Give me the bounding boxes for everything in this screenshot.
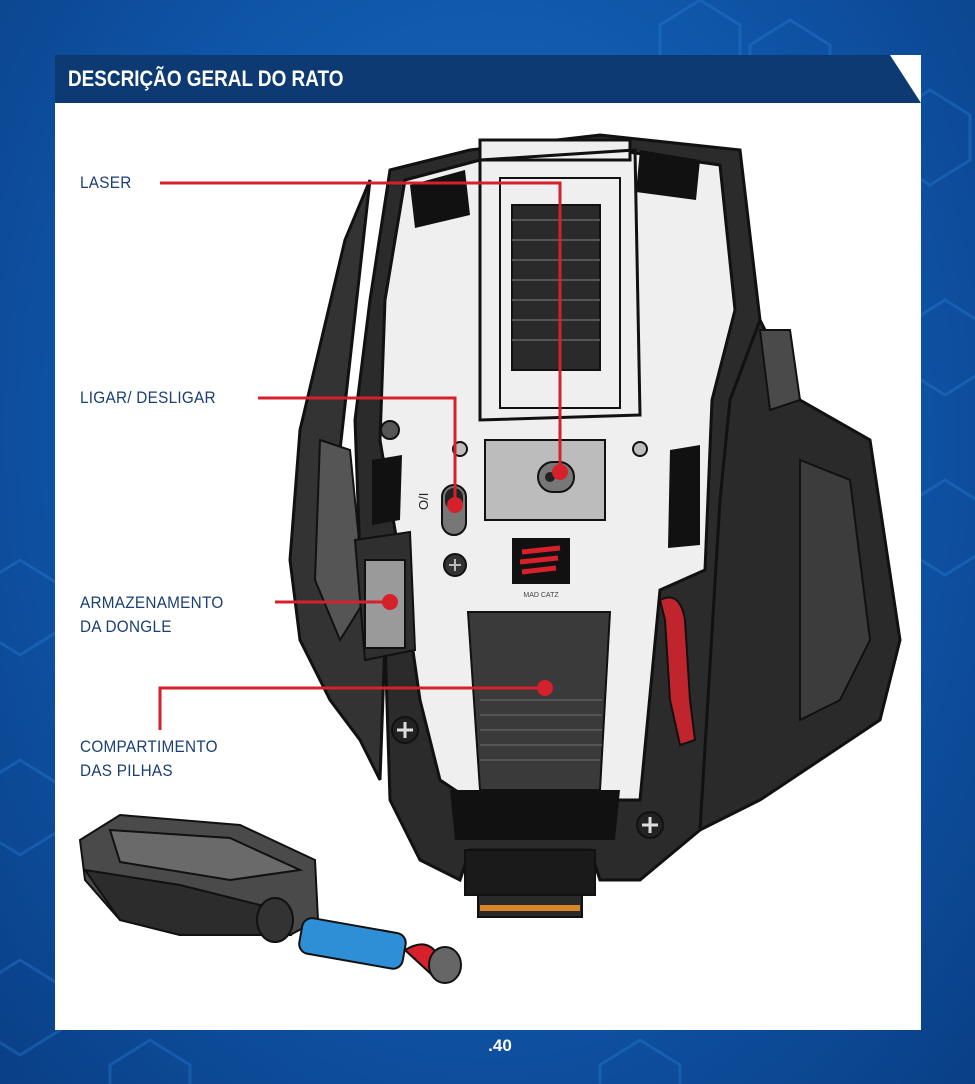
screw-right [637, 812, 663, 838]
callout-label-power: LIGAR/ DESLIGAR [80, 387, 216, 408]
callout-label-dongle-1: ARMAZENAMENTO [80, 592, 223, 613]
top-notch [480, 140, 630, 160]
battery-compartment [468, 612, 610, 790]
callout-label-laser: LASER [80, 172, 132, 193]
brand-logo [512, 538, 570, 584]
callout-dot-battery [537, 680, 553, 696]
bottom-adjust-wheel [465, 850, 595, 917]
screw-left [392, 717, 418, 743]
page-number: .40 [470, 1036, 530, 1056]
scroll-wheel [512, 205, 600, 370]
callout-dot-power [447, 497, 463, 513]
battery-insert-illustration [80, 815, 461, 983]
callout-dot-laser [552, 464, 568, 480]
screw-small [444, 554, 466, 576]
callout-label-dongle-2: DA DONGLE [80, 616, 172, 637]
brand-text: MAD CATZ [523, 592, 559, 599]
callout-label-battery-2: DAS PILHAS [80, 760, 173, 781]
callout-label-battery-1: COMPARTIMENTO [80, 736, 218, 757]
callout-dot-dongle [382, 594, 398, 610]
foot-pad-bottom [450, 790, 620, 840]
switch-label: O/I [416, 493, 431, 510]
